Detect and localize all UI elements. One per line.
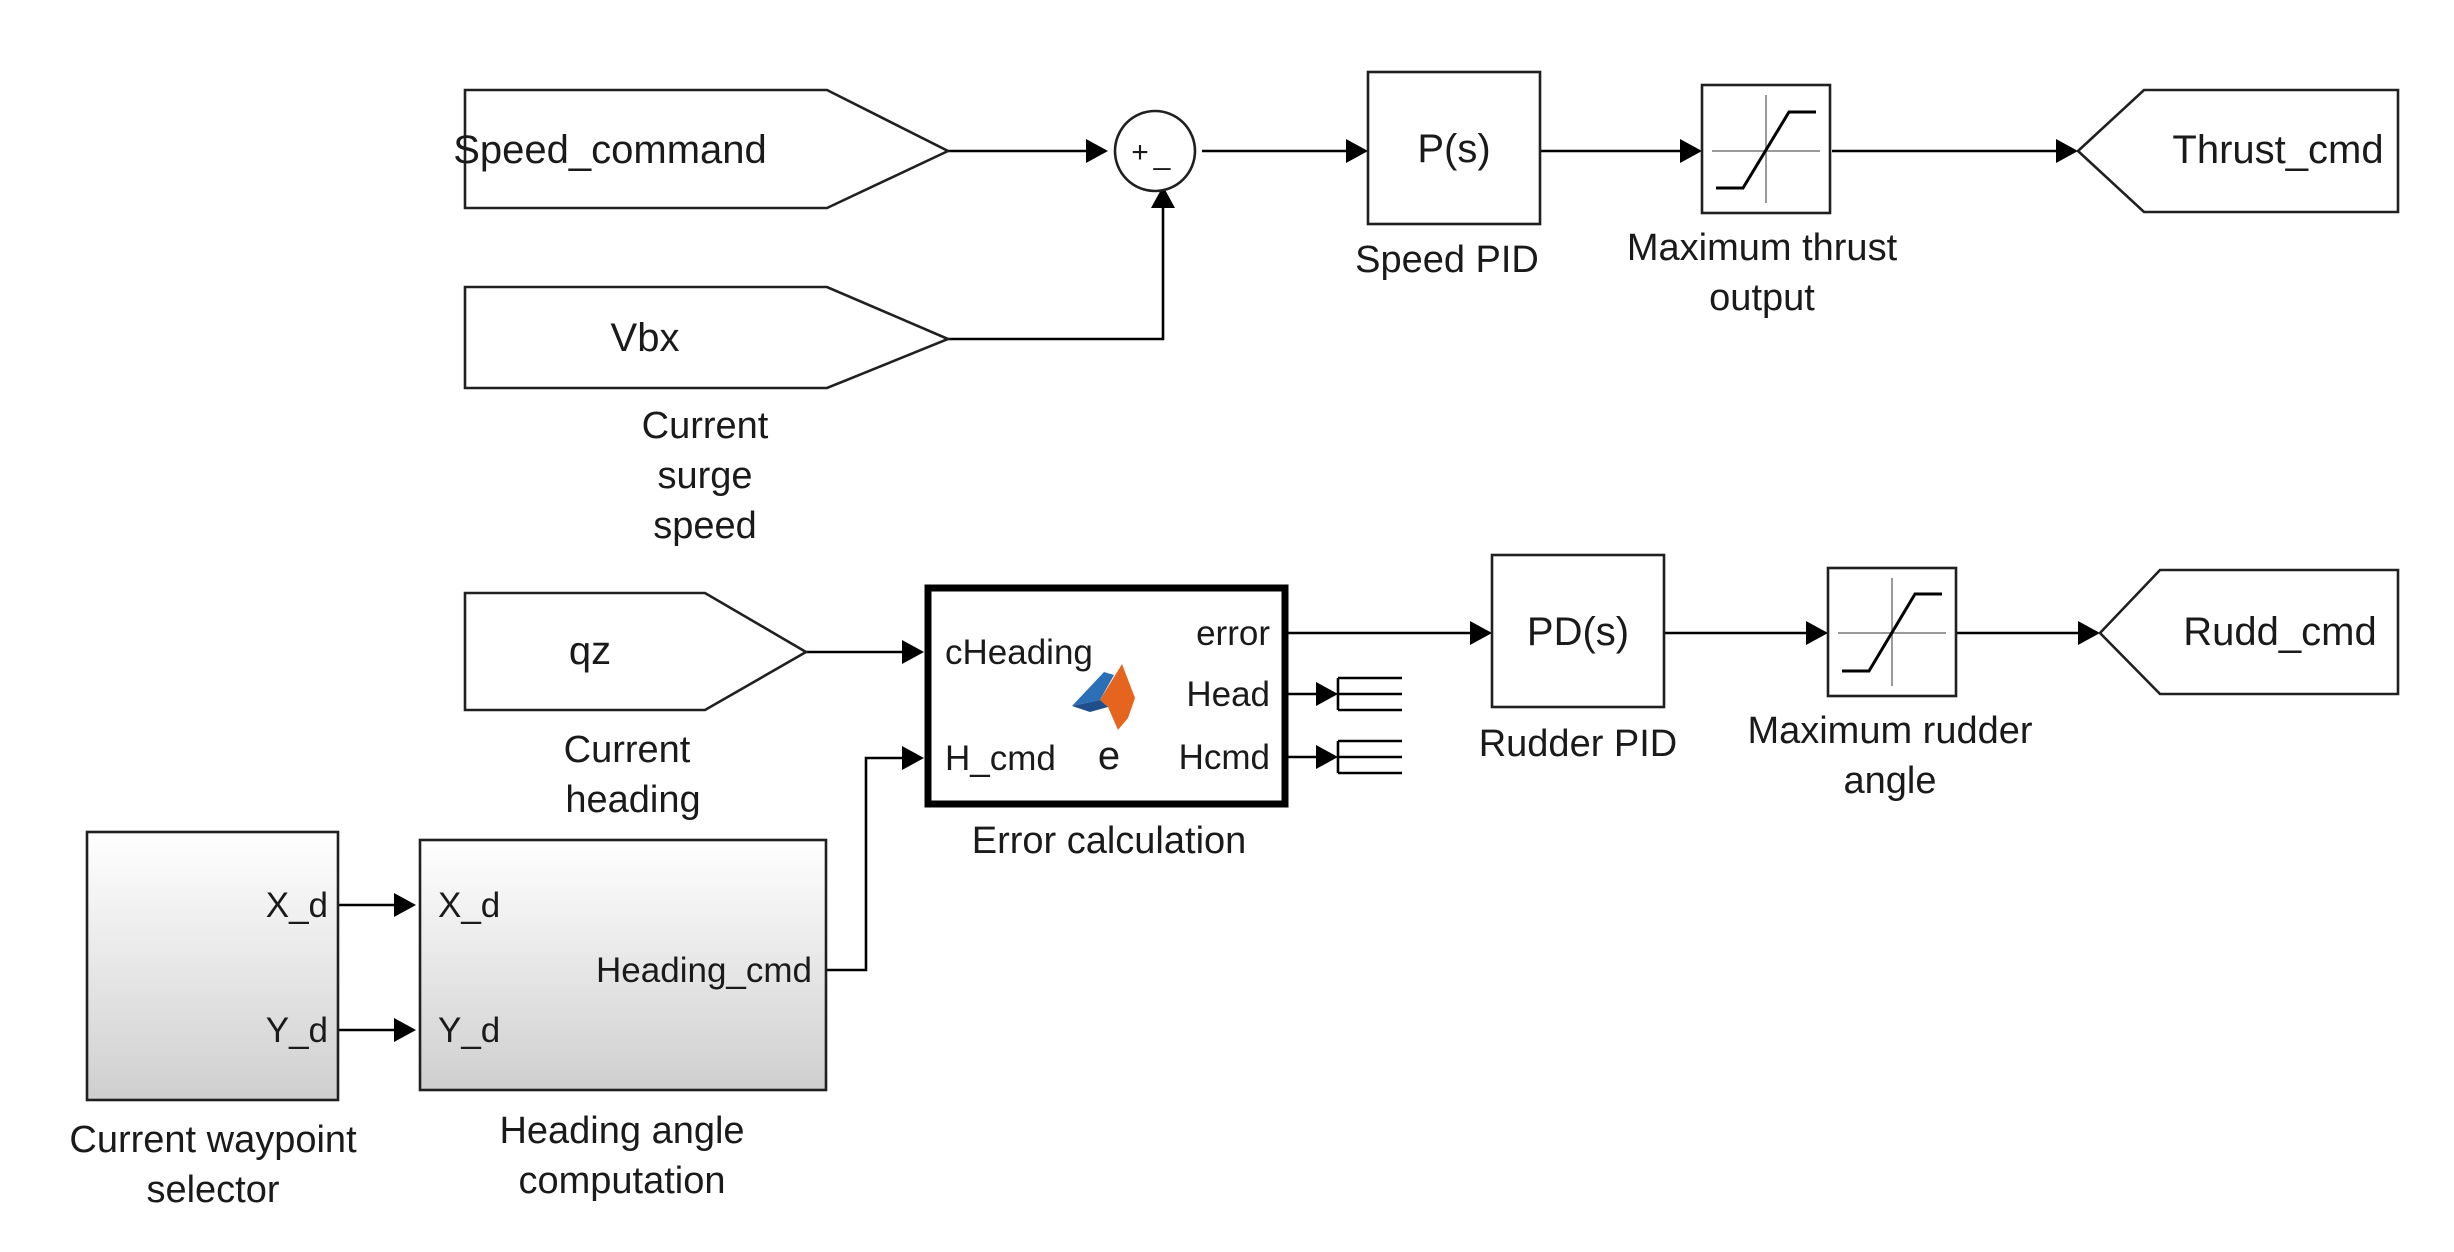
arrowhead <box>1086 139 1108 163</box>
arrowhead <box>1806 621 1828 645</box>
speed-pid-text: P(s) <box>1417 127 1490 171</box>
error-calc-output-error: error <box>1196 614 1270 653</box>
sum-plus-sign: + <box>1131 136 1149 169</box>
rudder-saturation-block[interactable] <box>1826 566 1958 698</box>
speed-command-goto[interactable]: Speed_command <box>453 88 951 210</box>
wire-heading-cmd-to-error-calc[interactable] <box>826 756 904 972</box>
qz-caption-line-1: Current <box>564 729 691 771</box>
error-calc-input-cheading: cHeading <box>945 633 1093 672</box>
thrust-saturation-caption: Maximum thrust output <box>1627 227 1898 319</box>
arrowhead <box>1151 186 1175 208</box>
error-calc-icon-letter: e <box>1098 734 1120 778</box>
thrust-cmd-label: Thrust_cmd <box>2172 128 2383 172</box>
heading-computation-input-x-d: X_d <box>438 886 500 925</box>
rudd-cmd-label: Rudd_cmd <box>2183 610 2376 654</box>
vbx-caption-line-1: Current <box>642 405 769 447</box>
heading-computation-output-heading-cmd: Heading_cmd <box>596 951 812 990</box>
rudder-pid-block[interactable]: PD(s) <box>1490 553 1666 709</box>
signal-lines <box>338 139 2100 1042</box>
rudder-saturation-caption-line-2: angle <box>1844 760 1937 802</box>
waypoint-selector-output-x-d: X_d <box>266 886 328 925</box>
arrowhead <box>902 640 924 664</box>
arrowhead <box>1316 745 1338 769</box>
arrowhead <box>394 1018 416 1042</box>
qz-label: qz <box>569 629 611 673</box>
error-calc-caption: Error calculation <box>972 820 1247 862</box>
rudder-saturation-caption-line-1: Maximum rudder <box>1747 710 2032 752</box>
sum-minus-sign: _ <box>1153 138 1172 171</box>
waypoint-selector-caption: Current waypoint selector <box>69 1119 357 1211</box>
arrowhead <box>1316 682 1338 706</box>
error-calculation-block[interactable]: cHeading H_cmd error Head Hcmd e <box>924 584 1289 808</box>
speed-command-label: Speed_command <box>453 128 767 172</box>
speed-pid-block[interactable]: P(s) <box>1366 70 1542 226</box>
arrowhead <box>394 893 416 917</box>
rudder-pid-caption: Rudder PID <box>1479 723 1678 765</box>
arrowhead <box>1470 621 1492 645</box>
matlab-function-icon <box>1072 664 1135 730</box>
qz-caption: Current heading <box>564 729 701 821</box>
head-terminator[interactable] <box>1336 676 1402 712</box>
heading-computation-caption-line-2: computation <box>518 1160 725 1202</box>
sum-block[interactable]: + _ <box>1113 109 1197 193</box>
error-calc-output-hcmd: Hcmd <box>1179 738 1270 777</box>
rudder-pid-text: PD(s) <box>1527 610 1629 654</box>
saturation-curve-icon <box>1842 592 1942 673</box>
arrowhead <box>902 746 924 770</box>
saturation-curve-icon <box>1716 110 1816 190</box>
wire-vbx-to-sum[interactable] <box>948 206 1165 341</box>
waypoint-selector-subsystem[interactable]: X_d Y_d <box>85 830 340 1102</box>
thrust-cmd-from[interactable]: Thrust_cmd <box>2076 88 2400 214</box>
hcmd-terminator[interactable] <box>1336 739 1402 775</box>
heading-computation-input-y-d: Y_d <box>438 1011 500 1050</box>
vbx-caption-line-2: surge <box>657 455 752 497</box>
arrowhead <box>2078 621 2100 645</box>
error-calc-input-h-cmd: H_cmd <box>945 739 1056 778</box>
rudd-cmd-from[interactable]: Rudd_cmd <box>2098 568 2400 696</box>
vbx-caption: Current surge speed <box>642 405 769 547</box>
qz-goto[interactable]: qz <box>463 591 809 712</box>
thrust-saturation-block[interactable] <box>1700 83 1832 215</box>
waypoint-selector-caption-line-1: Current waypoint <box>69 1119 357 1161</box>
vbx-goto[interactable]: Vbx <box>463 285 952 390</box>
waypoint-selector-output-y-d: Y_d <box>266 1011 328 1050</box>
speed-pid-caption: Speed PID <box>1355 239 1539 281</box>
heading-computation-subsystem[interactable]: X_d Y_d Heading_cmd <box>418 838 828 1092</box>
error-calc-output-head: Head <box>1186 675 1270 714</box>
thrust-saturation-caption-line-2: output <box>1709 277 1815 319</box>
vbx-label: Vbx <box>611 316 680 360</box>
heading-computation-caption-line-1: Heading angle <box>499 1110 744 1152</box>
vbx-caption-line-3: speed <box>653 505 757 547</box>
rudder-saturation-caption: Maximum rudder angle <box>1747 710 2032 802</box>
heading-computation-caption: Heading angle computation <box>499 1110 744 1202</box>
arrowhead <box>2056 139 2078 163</box>
thrust-saturation-caption-line-1: Maximum thrust <box>1627 227 1898 269</box>
arrowhead <box>1680 139 1702 163</box>
qz-caption-line-2: heading <box>565 779 700 821</box>
arrowhead <box>1346 139 1368 163</box>
waypoint-selector-caption-line-2: selector <box>146 1169 279 1211</box>
